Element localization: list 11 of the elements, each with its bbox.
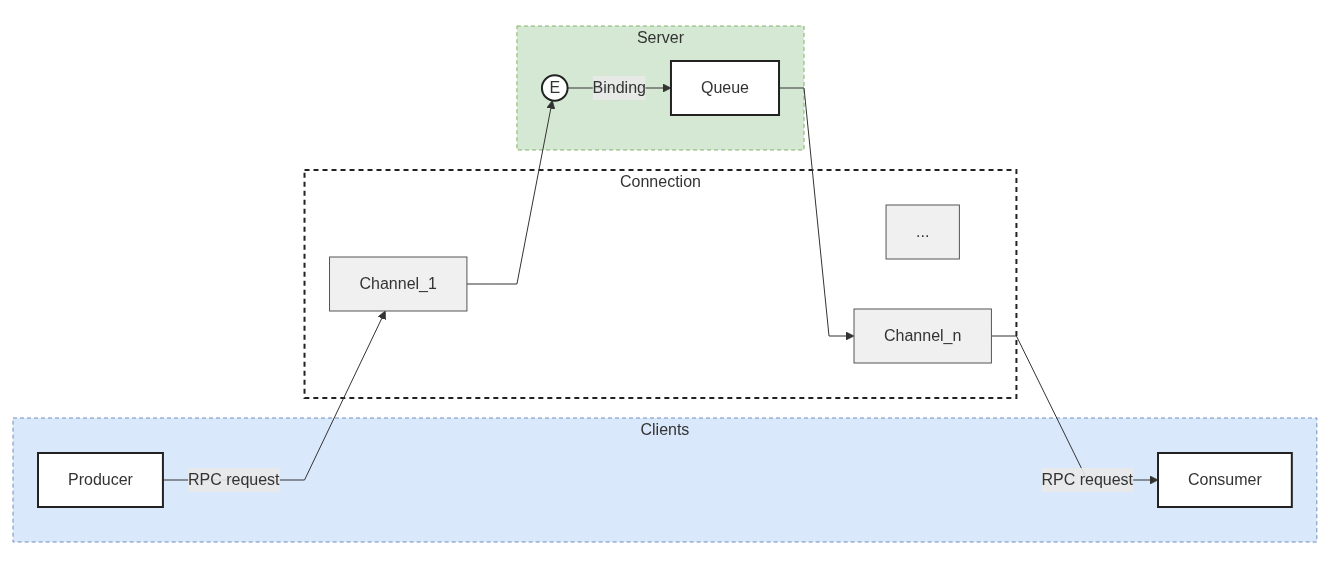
node-box: Channel_1 — [329, 256, 468, 311]
node-box: ... — [885, 204, 960, 259]
arrow — [466, 99, 556, 284]
node-circle: E — [541, 73, 569, 102]
node-box: Channel_n — [853, 308, 992, 363]
edge-label: RPC request — [1041, 470, 1134, 488]
edge-label: RPC request — [188, 470, 280, 488]
node-box: Queue — [670, 59, 781, 116]
node-box: Consumer — [1157, 451, 1293, 508]
edge-label: Binding — [592, 78, 647, 96]
node-box: Producer — [37, 451, 164, 508]
